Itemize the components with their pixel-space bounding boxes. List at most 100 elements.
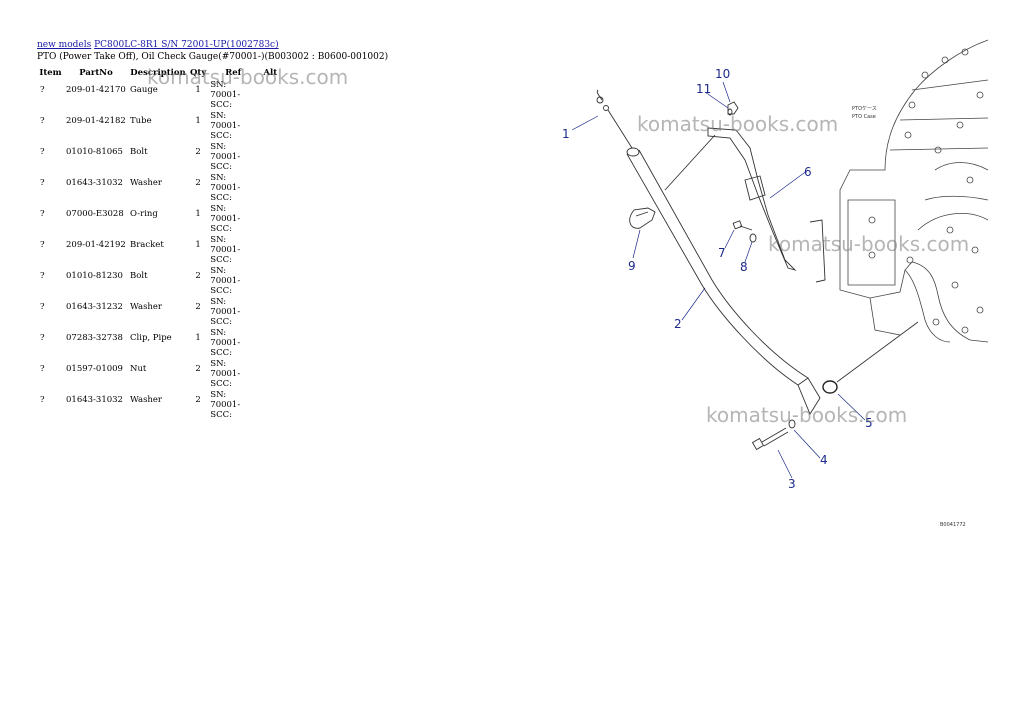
cell-alt — [258, 266, 282, 297]
cell-description: Clip, Pipe — [130, 333, 172, 343]
cell-partno: 01643-31232 — [66, 302, 123, 312]
table-row: ? 07000-E3028 O-ring 1 SN: 70001-SCC: — [37, 204, 282, 235]
cell-item: ? — [40, 240, 45, 250]
callout-2: 2 — [674, 317, 682, 331]
cell-ref: SN: 70001-SCC: — [210, 390, 241, 420]
callout-7: 7 — [718, 246, 726, 260]
cell-qty: 1 — [195, 116, 201, 126]
table-row: ? 01597-01009 Nut 2 SN: 70001-SCC: — [37, 359, 282, 390]
cell-partno: 209-01-42170 — [66, 85, 126, 95]
parts-table: Item PartNo Description Qty Ref Alt ? 209… — [37, 66, 282, 421]
cell-qty: 2 — [195, 271, 201, 281]
cell-ref: SN: 70001-SCC: — [210, 266, 241, 296]
callout-9: 9 — [628, 259, 636, 273]
cell-ref: SN: 70001-SCC: — [210, 173, 241, 203]
callout-4: 4 — [820, 453, 828, 467]
bolt-bottom-part — [751, 419, 796, 451]
header-description: Description — [130, 68, 186, 78]
cell-description: Washer — [130, 178, 162, 188]
cell-description: Bolt — [130, 147, 148, 157]
tube-part — [626, 147, 821, 415]
callout-3: 3 — [788, 477, 796, 491]
cell-ref: SN: 70001-SCC: — [210, 204, 241, 234]
cell-ref: SN: 70001-SCC: — [210, 142, 241, 172]
table-row: ? 01643-31032 Washer 2 SN: 70001-SCC: — [37, 390, 282, 421]
cell-alt — [258, 297, 282, 328]
o-ring-part — [822, 380, 838, 394]
cell-description: Gauge — [130, 85, 158, 95]
cell-description: Bracket — [130, 240, 164, 250]
cell-partno: 07000-E3028 — [66, 209, 124, 219]
nut-part — [727, 101, 739, 116]
cell-item: ? — [40, 333, 45, 343]
cell-description: Nut — [130, 364, 147, 374]
page-title: PTO (Power Take Off), Oil Check Gauge(#7… — [37, 52, 389, 62]
cell-alt — [258, 359, 282, 390]
cell-partno: 07283-32738 — [66, 333, 123, 343]
table-header-row: Item PartNo Description Qty Ref Alt — [37, 66, 282, 80]
callout-6: 6 — [804, 165, 812, 179]
cell-qty: 2 — [195, 395, 201, 405]
case-label-jp: PTOケース — [852, 105, 877, 112]
cell-qty: 2 — [195, 178, 201, 188]
cell-item: ? — [40, 364, 45, 374]
cell-item: ? — [40, 116, 45, 126]
cell-alt — [258, 142, 282, 173]
cell-alt — [258, 235, 282, 266]
cell-description: Washer — [130, 302, 162, 312]
breadcrumb-link-model[interactable]: PC800LC-8R1 S/N 72001-UP(1002783c) — [94, 40, 279, 50]
bracket-part — [664, 127, 826, 283]
cell-description: O-ring — [130, 209, 158, 219]
cell-qty: 1 — [195, 333, 201, 343]
cell-partno: 01010-81230 — [66, 271, 123, 281]
cell-ref: SN: 70001-SCC: — [210, 111, 241, 141]
gauge-part — [596, 89, 633, 149]
cell-qty: 1 — [195, 85, 201, 95]
cell-alt — [258, 80, 282, 111]
breadcrumb: new models PC800LC-8R1 S/N 72001-UP(1002… — [37, 40, 279, 50]
callout-5: 5 — [865, 416, 873, 430]
parts-diagram: PTOケース PTO Case — [562, 39, 989, 528]
header-partno: PartNo — [79, 68, 113, 78]
cell-partno: 01643-31032 — [66, 395, 123, 405]
cell-alt — [258, 173, 282, 204]
cell-item: ? — [40, 147, 45, 157]
cell-partno: 01643-31032 — [66, 178, 123, 188]
cell-alt — [258, 390, 282, 421]
header-item: Item — [39, 68, 62, 78]
cell-qty: 2 — [195, 147, 201, 157]
cell-ref: SN: 70001-SCC: — [210, 328, 241, 358]
cell-qty: 1 — [195, 209, 201, 219]
cell-item: ? — [40, 209, 45, 219]
cell-item: ? — [40, 302, 45, 312]
drawing-code: B0041772 — [940, 522, 966, 528]
table-row: ? 07283-32738 Clip, Pipe 1 SN: 70001-SCC: — [37, 328, 282, 359]
callout-8: 8 — [740, 260, 748, 274]
cell-item: ? — [40, 271, 45, 281]
breadcrumb-link-new-models[interactable]: new models — [37, 40, 92, 50]
callout-11: 11 — [696, 82, 711, 96]
bolt-part — [732, 220, 757, 243]
cell-qty: 2 — [195, 302, 201, 312]
cell-description: Washer — [130, 395, 162, 405]
cell-partno: 209-01-42192 — [66, 240, 126, 250]
cell-qty: 2 — [195, 364, 201, 374]
cell-ref: SN: 70001-SCC: — [210, 80, 241, 110]
cell-ref: SN: 70001-SCC: — [210, 359, 241, 389]
cell-description: Tube — [130, 116, 152, 126]
header-ref: Ref — [225, 68, 242, 78]
cell-description: Bolt — [130, 271, 148, 281]
callout-1: 1 — [562, 127, 570, 141]
pto-case-outline — [839, 39, 989, 343]
case-label-en: PTO Case — [852, 114, 876, 120]
cell-alt — [258, 111, 282, 142]
cell-alt — [258, 204, 282, 235]
cell-item: ? — [40, 395, 45, 405]
cell-partno: 01597-01009 — [66, 364, 123, 374]
